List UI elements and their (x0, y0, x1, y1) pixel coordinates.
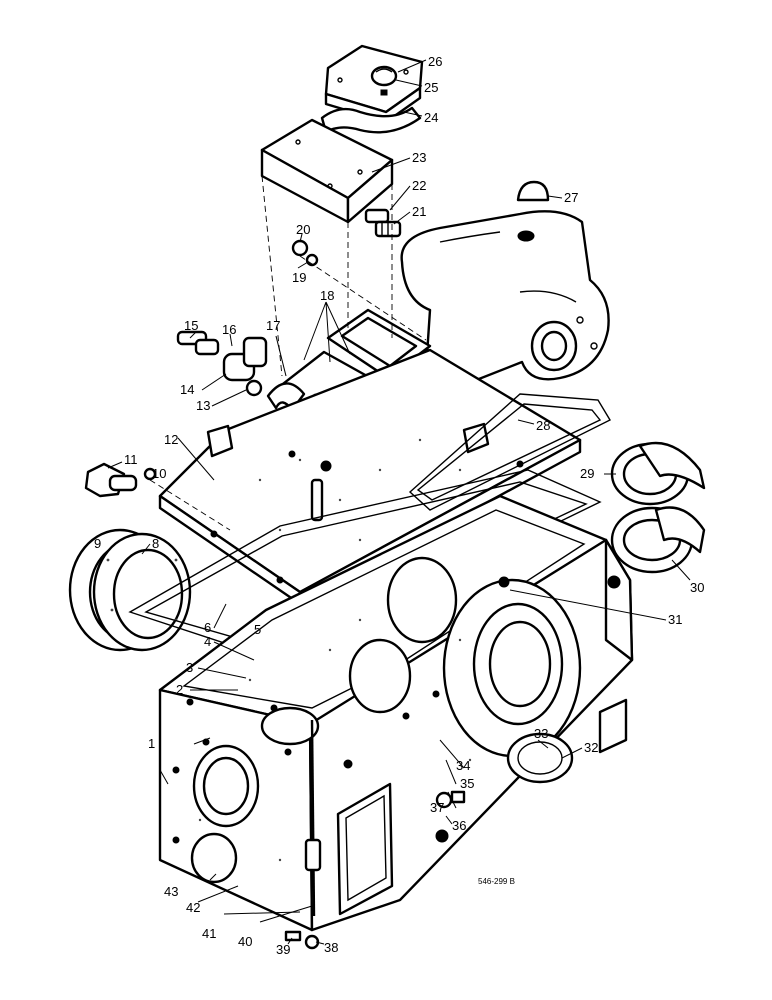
valve-block (260, 118, 394, 224)
housing-cap (516, 180, 550, 202)
callout-5: 5 (254, 622, 261, 637)
callout-31: 31 (668, 612, 682, 627)
callout-10: 10 (152, 466, 166, 481)
callout-17: 17 (266, 318, 280, 333)
callout-2: 2 (176, 682, 183, 697)
callout-3: 3 (186, 660, 193, 675)
callout-18: 18 (320, 288, 334, 303)
callout-23: 23 (412, 150, 426, 165)
callout-36: 36 (452, 818, 466, 833)
callout-21: 21 (412, 204, 426, 219)
callout-9: 9 (94, 536, 101, 551)
callout-1: 1 (148, 736, 155, 751)
drain-plug (84, 462, 157, 498)
gasket-30 (610, 506, 706, 574)
callout-14: 14 (180, 382, 194, 397)
callout-37: 37 (430, 800, 444, 815)
block-fitting (364, 208, 402, 238)
callout-8: 8 (152, 536, 159, 551)
callout-30: 30 (690, 580, 704, 595)
callout-26: 26 (428, 54, 442, 69)
callout-40: 40 (238, 934, 252, 949)
callout-labels: 26 25 24 23 22 21 20 19 27 17 18 15 16 1… (94, 54, 704, 957)
callout-25: 25 (424, 80, 438, 95)
callout-19: 19 (292, 270, 306, 285)
callout-41: 41 (202, 926, 216, 941)
bolt-36-37 (435, 790, 466, 809)
callout-6: 6 (204, 620, 211, 635)
gearbox-housing (158, 494, 634, 932)
callout-28: 28 (536, 418, 550, 433)
callout-15: 15 (184, 318, 198, 333)
side-cover-32 (506, 732, 574, 784)
callout-39: 39 (276, 942, 290, 957)
callout-42: 42 (186, 900, 200, 915)
callout-43: 43 (164, 884, 178, 899)
gasket-29 (610, 441, 706, 506)
callout-34: 34 (456, 758, 470, 773)
callout-35: 35 (460, 776, 474, 791)
callout-32: 32 (584, 740, 598, 755)
callout-11: 11 (124, 452, 138, 467)
cover-gasket-28 (408, 393, 611, 511)
callout-13: 13 (196, 398, 210, 413)
callout-27: 27 (564, 190, 578, 205)
cover-gasket (320, 106, 422, 134)
upper-housing (400, 210, 610, 390)
callout-20: 20 (296, 222, 310, 237)
breather-cap (370, 65, 398, 96)
callout-22: 22 (412, 178, 426, 193)
figure-reference-code: 546-299 B (478, 877, 515, 886)
leader-lines (107, 59, 691, 945)
callout-12: 12 (164, 432, 178, 447)
shift-rod (304, 719, 322, 917)
side-gasket-8 (92, 532, 192, 652)
callout-24: 24 (424, 110, 438, 125)
callout-38: 38 (324, 940, 338, 955)
callout-29: 29 (580, 466, 594, 481)
small-fitting-20 (291, 239, 319, 267)
callout-33: 33 (534, 726, 548, 741)
alignment-lines (149, 175, 427, 531)
callout-16: 16 (222, 322, 236, 337)
callout-4: 4 (204, 634, 211, 649)
